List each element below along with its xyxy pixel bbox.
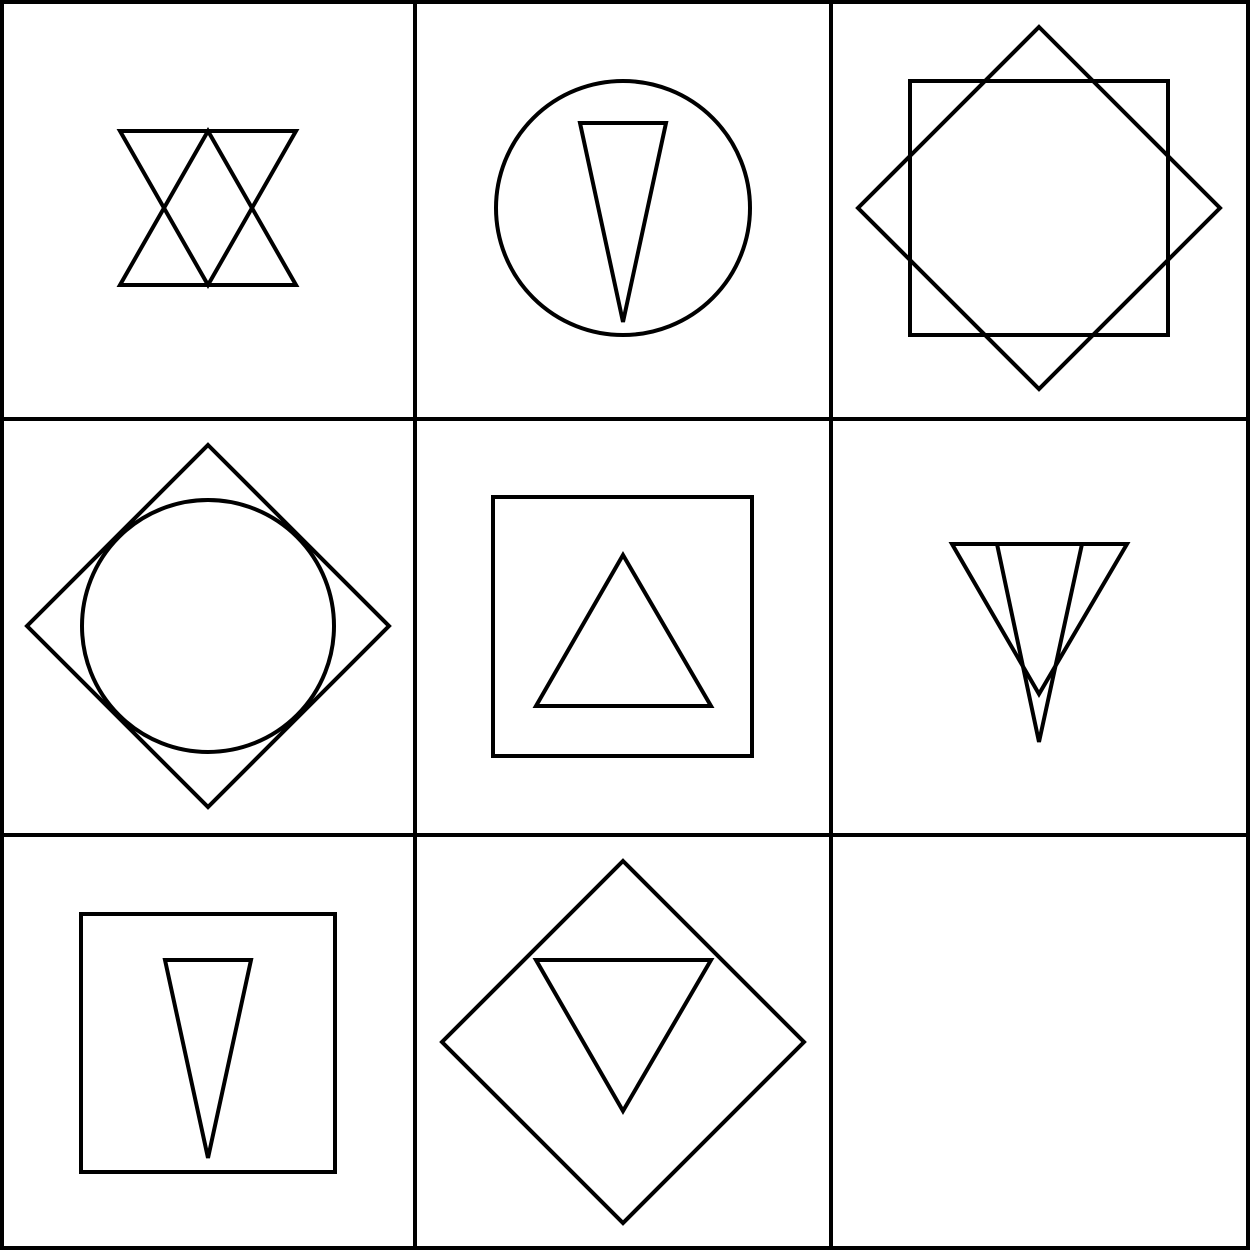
narrow-triangle-down-shape xyxy=(994,542,1085,743)
triangle-down-shape xyxy=(532,958,715,1115)
cell-r1-c2 xyxy=(494,79,752,337)
diamond-shape xyxy=(855,24,1223,392)
narrow-triangle-down-shape xyxy=(162,958,254,1159)
square-shape xyxy=(79,912,337,1174)
diamond-shape xyxy=(439,858,807,1226)
cell-r2-c2 xyxy=(491,495,754,758)
diamond-shape xyxy=(24,442,392,810)
circle-shape xyxy=(494,79,752,337)
cell-r3-c1 xyxy=(79,912,337,1174)
square-shape xyxy=(908,79,1170,337)
cell-r2-c3 xyxy=(948,542,1131,743)
empty-cell xyxy=(833,837,1246,1246)
cell-r2-c1 xyxy=(24,442,392,810)
narrow-triangle-down-shape xyxy=(577,121,669,323)
cell-r1-c3 xyxy=(855,24,1223,392)
circle-shape xyxy=(80,498,336,754)
cell-r1-c1 xyxy=(116,126,300,290)
triangle-up-shape xyxy=(532,551,715,708)
triangle-down-shape xyxy=(116,129,300,290)
cell-r3-c2 xyxy=(439,858,807,1226)
square-shape xyxy=(491,495,754,758)
cell-r3-c3-empty xyxy=(833,837,1246,1246)
